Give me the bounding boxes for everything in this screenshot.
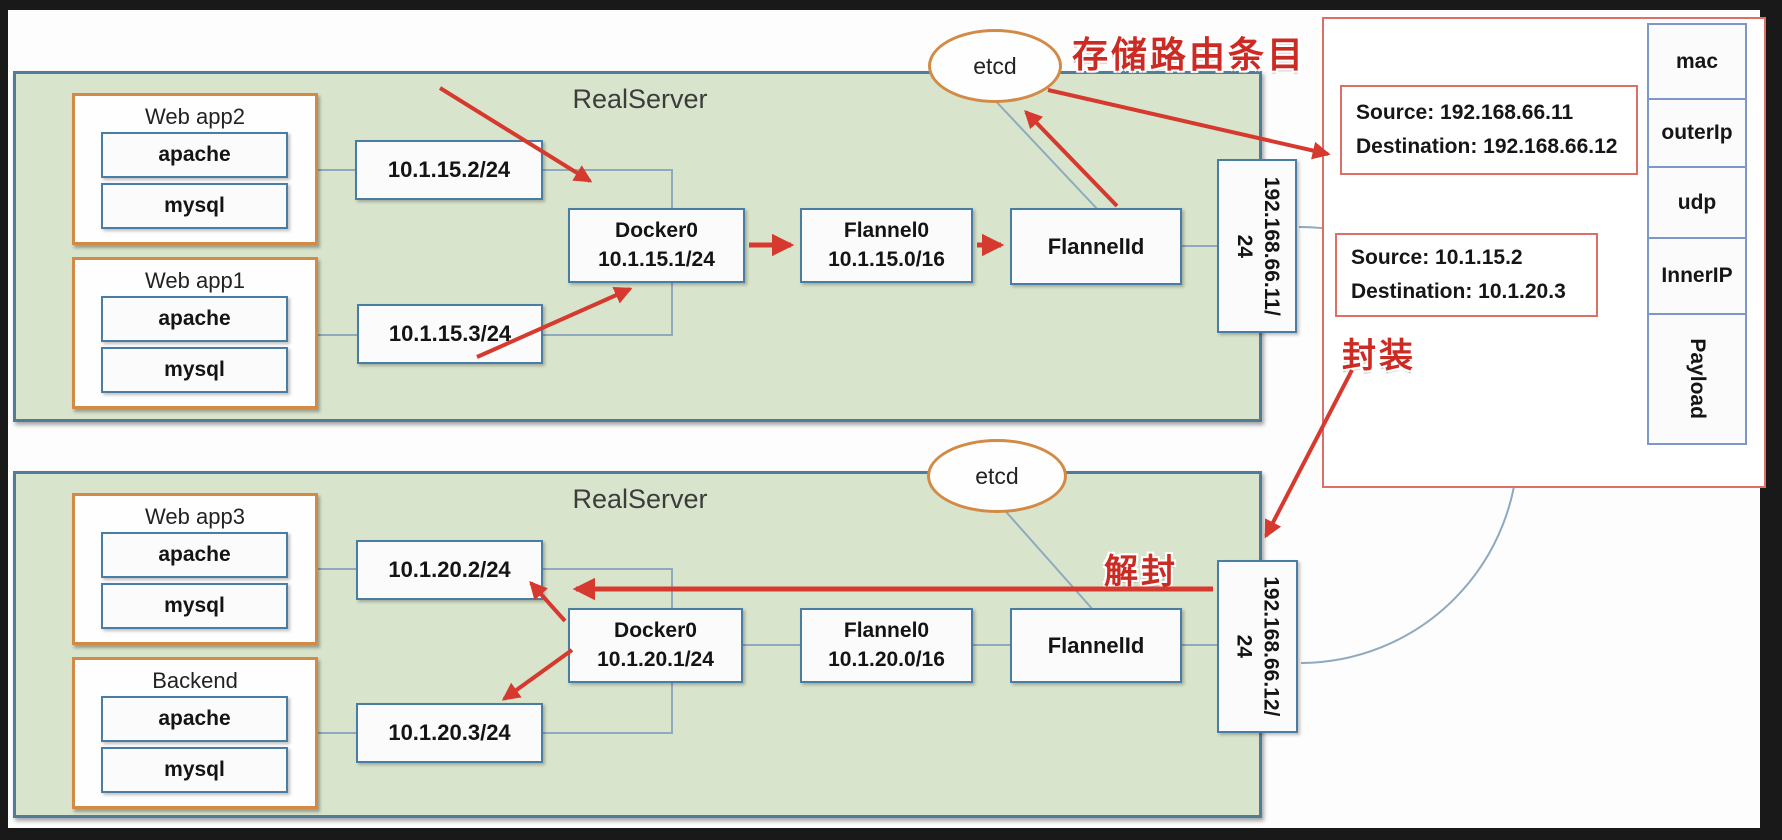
inner-route-box: Source: 10.1.15.2 Destination: 10.1.20.3 — [1335, 233, 1598, 317]
flannel0-host1: Flannel0 10.1.15.0/16 — [800, 208, 973, 283]
flannel0-host1-ip: 10.1.15.0/16 — [828, 247, 945, 271]
outer-source: Source: 192.168.66.11 — [1356, 101, 1574, 125]
docker0-host1-name: Docker0 — [615, 219, 698, 243]
ip-box-10-1-20-3: 10.1.20.3/24 — [356, 703, 543, 763]
host1-ip-box: 192.168.66.11/ 24 — [1217, 159, 1297, 333]
webapp3-mysql: mysql — [101, 583, 288, 629]
packet-field-innerip: InnerIP — [1647, 237, 1747, 315]
webapp1-mysql: mysql — [101, 347, 288, 393]
ip-box-10-1-15-3: 10.1.15.3/24 — [357, 304, 543, 364]
flanneld-host1: FlannelId — [1010, 208, 1182, 285]
flannel0-host1-name: Flannel0 — [843, 219, 930, 243]
container-webapp3-title: Web app3 — [145, 504, 245, 529]
webapp2-apache: apache — [101, 132, 288, 178]
container-webapp2-title: Web app2 — [145, 104, 245, 129]
flanneld-host2: FlannelId — [1010, 608, 1182, 683]
host2-ip-line2: 24 — [1232, 634, 1256, 659]
docker0-host1-ip: 10.1.15.1/24 — [598, 247, 715, 271]
packet-field-payload-label: Payload — [1685, 338, 1709, 420]
realserver-2-title: RealServer — [572, 484, 708, 514]
docker0-host2-name: Docker0 — [614, 619, 697, 643]
packet-field-payload: Payload — [1647, 313, 1747, 445]
host1-ip-line2: 24 — [1232, 234, 1256, 258]
container-backend-title: Backend — [152, 668, 238, 693]
packet-stack: mac outerIp udp InnerIP Payload — [1647, 23, 1747, 445]
realserver-1-title: RealServer — [572, 84, 708, 114]
webapp3-apache: apache — [101, 532, 288, 578]
webapp1-apache: apache — [101, 296, 288, 342]
backend-apache: apache — [101, 696, 288, 742]
docker0-host1: Docker0 10.1.15.1/24 — [568, 208, 745, 283]
container-webapp1-title: Web app1 — [145, 268, 245, 293]
docker0-host2: Docker0 10.1.20.1/24 — [568, 608, 743, 683]
backend-mysql: mysql — [101, 747, 288, 793]
flannel0-host2-name: Flannel0 — [843, 619, 930, 643]
etcd-node-1: etcd — [928, 29, 1062, 103]
annotation-decapsulate: 解封 — [1104, 553, 1178, 591]
docker0-host2-ip: 10.1.20.1/24 — [597, 647, 714, 671]
packet-field-mac: mac — [1647, 23, 1747, 100]
annotation-store-route: 存储路由条目 — [1072, 34, 1307, 75]
host1-ip-line1: 192.168.66.11/ — [1259, 176, 1283, 316]
host2-ip-line1: 192.168.66.12/ — [1259, 576, 1283, 717]
outer-destination: Destination: 192.168.66.12 — [1356, 135, 1618, 158]
flannel0-host2-ip: 10.1.20.0/16 — [828, 647, 945, 671]
inner-source: Source: 10.1.15.2 — [1351, 246, 1523, 270]
host2-ip-box: 192.168.66.12/ 24 — [1217, 560, 1298, 733]
webapp2-mysql: mysql — [101, 183, 288, 229]
outer-route-box: Source: 192.168.66.11 Destination: 192.1… — [1340, 85, 1638, 175]
ip-box-10-1-15-2: 10.1.15.2/24 — [355, 140, 543, 200]
annotation-encapsulate: 封装 — [1342, 337, 1416, 375]
inner-destination: Destination: 10.1.20.3 — [1351, 280, 1566, 303]
etcd-node-2: etcd — [927, 439, 1067, 513]
ip-box-10-1-20-2: 10.1.20.2/24 — [356, 540, 543, 600]
flannel0-host2: Flannel0 10.1.20.0/16 — [800, 608, 973, 683]
packet-field-udp: udp — [1647, 166, 1747, 239]
packet-field-outerip: outerIp — [1647, 98, 1747, 168]
